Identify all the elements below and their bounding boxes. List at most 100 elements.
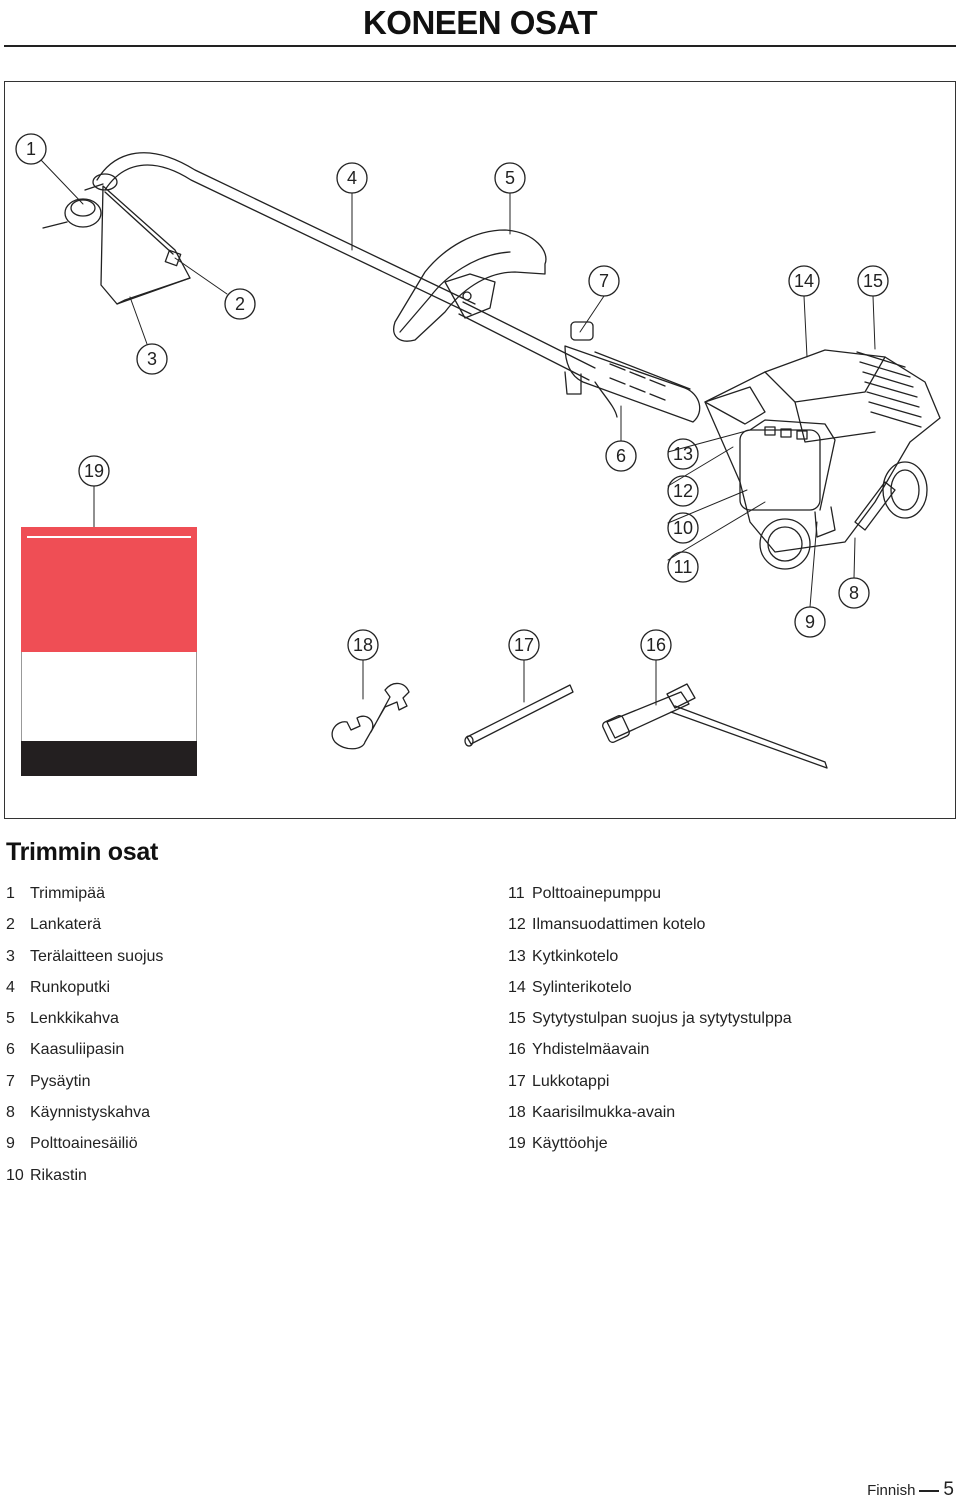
parts-list-left: 1 Trimmipää 2 Lankaterä 3 Terälaitteen suoj… xyxy=(6,880,163,1193)
part-item: 7 Pysäytin xyxy=(6,1068,163,1099)
callout-8: 8 xyxy=(848,583,859,603)
callout-7: 7 xyxy=(598,271,609,291)
part-item: 6 Kaasuliipasin xyxy=(6,1036,163,1067)
callout-19: 19 xyxy=(83,461,105,481)
part-item: 13 Kytkinkotelo xyxy=(508,943,792,974)
callout-18: 18 xyxy=(352,635,374,655)
manual-cover-red-band xyxy=(21,527,197,652)
combination-key-tool xyxy=(602,683,828,769)
part-item: 14 Sylinterikotelo xyxy=(508,974,792,1005)
part-name: Käyttöohje xyxy=(532,1135,608,1153)
spanner-tool xyxy=(331,682,410,750)
callout-5: 5 xyxy=(504,168,515,188)
part-name: Ilmansuodattimen kotelo xyxy=(532,916,706,934)
footer-language: Finnish xyxy=(867,1482,916,1499)
part-name: Sytytystulpan suojus ja sytytystulppa xyxy=(532,1010,792,1028)
part-number: 15 xyxy=(508,1010,526,1028)
part-item: 15 Sytytystulpan suojus ja sytytystulppa xyxy=(508,1005,792,1036)
parts-figure: 1 2 3 4 5 6 7 8 9 10 11 12 13 14 15 16 1… xyxy=(4,81,956,819)
part-number: 11 xyxy=(508,885,525,902)
part-item: 4 Runkoputki xyxy=(6,974,163,1005)
trimmer-head xyxy=(42,183,191,305)
part-number: 16 xyxy=(508,1041,526,1059)
page-title: KONEEN OSAT xyxy=(362,4,598,41)
part-item: 3 Terälaitteen suojus xyxy=(6,943,163,974)
part-item: 16 Yhdistelmäavain xyxy=(508,1036,792,1067)
part-name: Yhdistelmäavain xyxy=(532,1041,650,1059)
manual-cover-white-band xyxy=(21,652,197,741)
part-number: 18 xyxy=(508,1104,526,1122)
part-number: 5 xyxy=(6,1010,15,1028)
parts-list-right: 11 Polttoainepumppu 12 Ilmansuodattimen ko… xyxy=(508,880,792,1162)
part-item: 11 Polttoainepumppu xyxy=(508,880,792,911)
part-number: 6 xyxy=(6,1041,15,1059)
part-number: 1 xyxy=(6,885,15,902)
leader-lines xyxy=(40,159,876,706)
callout-6: 6 xyxy=(615,446,626,466)
manual-cover-rule xyxy=(27,536,191,538)
footer-page-number: 5 xyxy=(943,1479,954,1500)
part-name: Sylinterikotelo xyxy=(532,978,632,996)
part-item: 5 Lenkkikahva xyxy=(6,1005,163,1036)
part-name: Kaasuliipasin xyxy=(30,1041,125,1059)
part-number: 4 xyxy=(6,978,15,996)
callout-4: 4 xyxy=(346,168,357,188)
part-name: Polttoainesäiliö xyxy=(30,1135,138,1153)
page-footer: Finnish 5 xyxy=(867,1479,954,1501)
part-item: 2 Lankaterä xyxy=(6,911,163,942)
part-name: Terälaitteen suojus xyxy=(30,947,164,965)
manual-cover-black-band xyxy=(21,741,197,776)
part-name: Lenkkikahva xyxy=(30,1010,119,1028)
part-name: Lankaterä xyxy=(30,916,102,934)
part-item: 10 Rikastin xyxy=(6,1162,163,1193)
loop-handle xyxy=(393,229,547,342)
part-item: 18 Kaarisilmukka-avain xyxy=(508,1099,792,1130)
engine-unit xyxy=(704,349,941,570)
callout-1: 1 xyxy=(25,139,36,159)
title-rule xyxy=(4,45,956,47)
callout-9: 9 xyxy=(804,612,815,632)
part-name: Pysäytin xyxy=(30,1072,91,1090)
part-number: 14 xyxy=(508,978,526,996)
part-name: Kytkinkotelo xyxy=(532,947,619,965)
callout-12: 12 xyxy=(672,481,694,501)
part-number: 2 xyxy=(6,916,15,934)
callout-14: 14 xyxy=(793,271,815,291)
part-item: 9 Polttoainesäiliö xyxy=(6,1130,163,1161)
callout-17: 17 xyxy=(513,635,535,655)
throttle-handle xyxy=(564,321,701,423)
part-name: Trimmipää xyxy=(30,885,105,902)
footer-dash xyxy=(919,1490,940,1492)
part-number: 17 xyxy=(508,1072,526,1090)
trimmer-illustration xyxy=(15,133,941,769)
shaft xyxy=(92,152,596,381)
callout-2: 2 xyxy=(234,294,245,314)
callout-11: 11 xyxy=(673,557,693,577)
part-number: 3 xyxy=(6,947,15,965)
part-number: 19 xyxy=(508,1135,526,1153)
part-number: 8 xyxy=(6,1104,15,1122)
locking-pin-tool xyxy=(464,684,574,747)
part-name: Kaarisilmukka-avain xyxy=(532,1104,676,1122)
callout-3: 3 xyxy=(146,349,157,369)
part-number: 7 xyxy=(6,1072,15,1090)
part-name: Runkoputki xyxy=(30,978,111,996)
part-number: 9 xyxy=(6,1135,15,1153)
callout-16: 16 xyxy=(645,635,667,655)
part-item: 19 Käyttöohje xyxy=(508,1130,792,1161)
operator-manual-cover xyxy=(21,527,197,776)
part-name: Rikastin xyxy=(30,1166,87,1184)
part-item: 1 Trimmipää xyxy=(6,880,163,911)
part-number: 12 xyxy=(508,916,526,934)
part-item: 12 Ilmansuodattimen kotelo xyxy=(508,911,792,942)
part-name: Lukkotappi xyxy=(532,1072,610,1090)
callout-15: 15 xyxy=(862,271,884,291)
parts-section-heading: Trimmin osat xyxy=(6,838,158,866)
callout-13: 13 xyxy=(672,444,694,464)
part-name: Polttoainepumppu xyxy=(532,885,661,902)
part-item: 17 Lukkotappi xyxy=(508,1068,792,1099)
callout-10: 10 xyxy=(672,518,694,538)
part-number: 10 xyxy=(6,1166,24,1184)
part-number: 13 xyxy=(508,947,526,965)
